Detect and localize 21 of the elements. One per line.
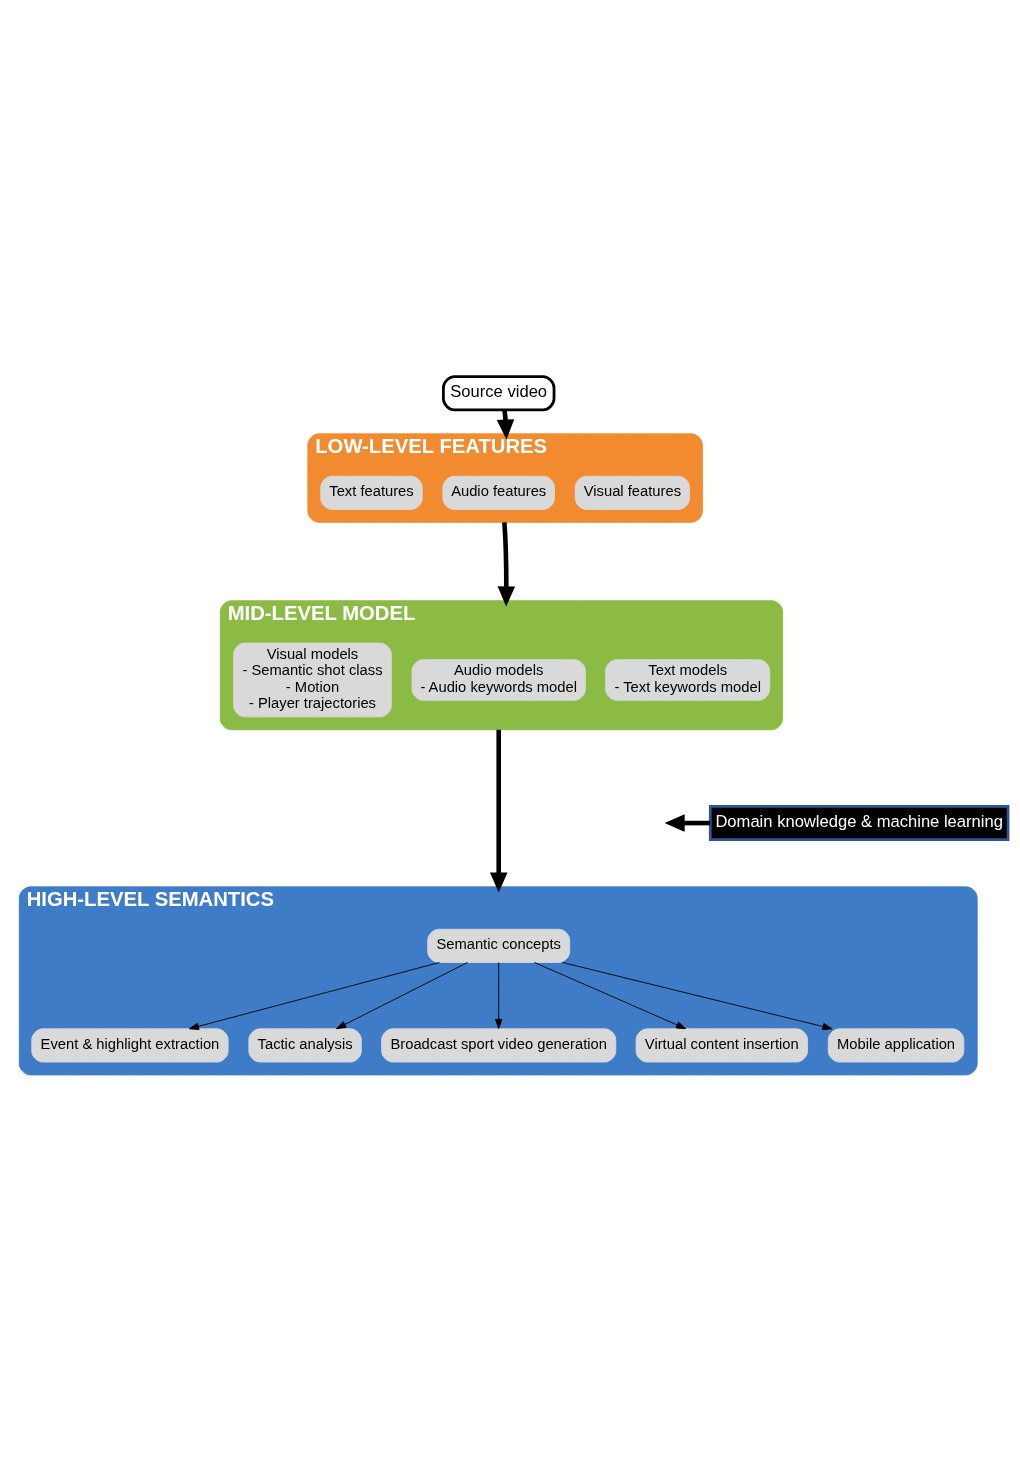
node-box: Mobile application — [827, 1028, 965, 1063]
node-box: Visual features — [574, 475, 690, 510]
node-box: Text models - Text keywords model — [605, 659, 771, 701]
node-box: Domain knowledge & machine learning — [708, 805, 1010, 842]
node-box: Visual models - Semantic shot class - Motion - Player trajectories — [233, 642, 392, 718]
arrow — [489, 729, 508, 893]
arrow — [562, 962, 833, 1031]
node-box: Source video — [442, 375, 556, 412]
arrow — [336, 962, 469, 1030]
node-box: Text features — [320, 475, 423, 510]
node-box: Audio models - Audio keywords model — [411, 659, 586, 701]
node-box: Virtual content insertion — [635, 1028, 808, 1063]
node-box: Semantic concepts — [427, 928, 571, 963]
arrow — [188, 962, 440, 1030]
node-box: Audio features — [442, 475, 555, 510]
node-box: Broadcast sport video generation — [381, 1028, 617, 1063]
node-box: Tactic analysis — [248, 1028, 362, 1063]
arrow — [497, 522, 516, 607]
node-box: Event & highlight extraction — [31, 1028, 229, 1063]
arrow — [495, 962, 503, 1029]
arrow — [534, 962, 687, 1030]
